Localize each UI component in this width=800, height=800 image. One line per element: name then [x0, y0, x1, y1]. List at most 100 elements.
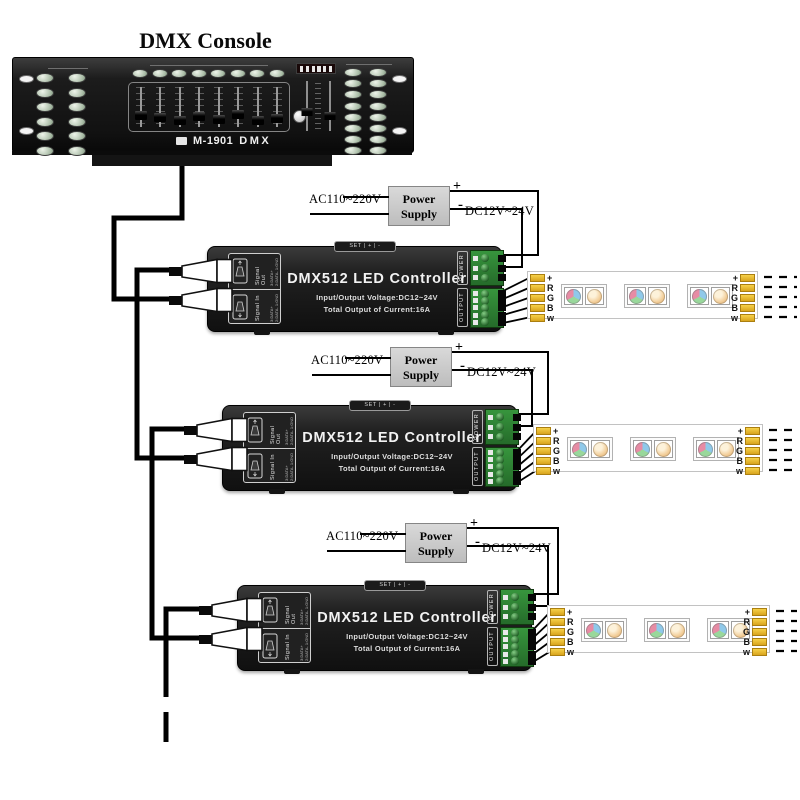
panel-divider [346, 64, 392, 65]
led-pair [687, 284, 733, 308]
console-button [210, 69, 226, 78]
console-button [36, 87, 54, 98]
terminal-screw-icon [496, 477, 504, 486]
strip-solder-pad [745, 427, 760, 435]
led-pair [707, 618, 753, 642]
white-led-icon [719, 441, 734, 457]
console-bottom-edge [12, 151, 412, 155]
strip-solder-pad [536, 457, 551, 465]
strip-solder-pad [752, 608, 767, 616]
strip-solder-pad [536, 427, 551, 435]
output-wire [502, 306, 532, 316]
rgb-led-icon [692, 288, 707, 304]
strip-solder-pad [740, 314, 755, 322]
led-pair [624, 284, 670, 308]
rgb-led-cell [647, 621, 666, 639]
dmx-cable [149, 426, 204, 641]
rgb-led-cell [627, 287, 646, 305]
dc-plus-wire [467, 527, 559, 595]
strip-solder-pad [740, 304, 755, 312]
pad-label-r: R [743, 617, 751, 627]
dmx-cable [111, 160, 185, 302]
console-button [68, 116, 86, 127]
controller-voltage-spec: Input/Output Voltage:DC12~24V [331, 452, 453, 461]
pad-label-plus: + [744, 607, 750, 617]
terminal-screw-icon [511, 635, 519, 644]
strip-solder-pad [550, 638, 565, 646]
console-button [68, 145, 86, 156]
pad-label-b: B [743, 637, 751, 647]
rgb-led-icon [572, 441, 587, 457]
terminal-row [503, 650, 536, 659]
rgbw-led-strip: + R G B w + R G [533, 424, 763, 476]
console-button [68, 102, 86, 112]
fader-knob [173, 116, 186, 125]
output-terminal-block [500, 627, 536, 667]
xlr-socket-icon [247, 417, 263, 443]
console-button [132, 69, 148, 78]
strip-solder-pad [745, 447, 760, 455]
power-supply-label-line1: Power [419, 529, 453, 543]
terminal-screw-icon [511, 657, 519, 666]
ac-voltage-label: AC110~220V [309, 192, 382, 206]
mounting-tab [438, 330, 454, 335]
ac-voltage-label: AC110~220V [311, 353, 384, 367]
dmx512-led-controller: SET | + | - Signal Out 3:DATA+ 2:DATA- 1… [199, 580, 536, 674]
dmx512-led-controller: SET | + | - Signal Out 3:DATA+ 2:DATA- 1… [169, 241, 506, 335]
rack-hole [19, 75, 34, 83]
output-terminal-block [485, 447, 521, 487]
xlr-socket-icon [232, 294, 248, 319]
rack-hole [19, 127, 34, 135]
pad-label-b: B [736, 456, 744, 466]
console-fader-bank [128, 82, 290, 132]
ac-input-wire [327, 550, 406, 552]
pad-label-w: w [742, 647, 750, 657]
terminal-row [503, 635, 536, 644]
power-terminal-label: POWER [472, 410, 483, 444]
console-fader [171, 85, 189, 129]
strip-solder-pad [536, 437, 551, 445]
mounting-tab [269, 489, 285, 494]
white-led-cell [717, 440, 736, 458]
terminal-screw-icon [496, 455, 504, 464]
power-supply-box: Power Supply AC110~220V + - DC12V~24V [309, 179, 534, 226]
rgb-led-cell [710, 621, 729, 639]
white-led-cell [731, 621, 750, 639]
console-button [190, 69, 207, 78]
dmx-cable [163, 606, 204, 697]
pad-label-b: B [547, 303, 554, 313]
xlr-socket-icon [262, 597, 278, 623]
white-led-icon [650, 288, 665, 304]
terminal-screw-icon [481, 303, 489, 312]
terminal-row [473, 254, 506, 263]
power-supply-label-line1: Power [404, 353, 438, 367]
dmx512-led-controller: SET | + | - Signal Out 3:DATA+ 2:DATA- 1… [184, 400, 521, 494]
pad-label-r: R [736, 436, 744, 446]
terminal-row [488, 413, 521, 422]
terminal-screw-icon [511, 612, 519, 621]
xlr-plug-in [169, 287, 233, 313]
xlr-plug-in [199, 626, 263, 652]
rack-hole [392, 75, 407, 83]
xlr-plug-in [184, 446, 248, 472]
strip-solder-pad [550, 648, 565, 656]
terminal-row [488, 423, 521, 431]
pad-label-plus: + [547, 273, 553, 283]
strip-solder-pad [740, 284, 755, 292]
dc-voltage-label: DC12V~24V [482, 541, 551, 555]
terminal-row [503, 612, 536, 621]
ac-input-wire [360, 533, 406, 535]
xlr-panel: Signal Out 3:DATA+ 2:DATA- 1:GND Signal … [258, 592, 311, 663]
white-led-icon [587, 288, 602, 304]
ac-input-wire [343, 196, 389, 198]
terminal-row [473, 296, 506, 305]
terminal-screw-icon [481, 264, 489, 272]
mounting-tab [453, 489, 469, 494]
set-buttons-bar: SET | + | - [364, 580, 426, 591]
terminal-screw-icon [496, 448, 504, 457]
console-fader [132, 85, 150, 129]
terminal-row [473, 273, 506, 282]
console-fader [249, 85, 267, 129]
pad-label-w: w [553, 466, 561, 476]
display-digit [311, 65, 315, 72]
